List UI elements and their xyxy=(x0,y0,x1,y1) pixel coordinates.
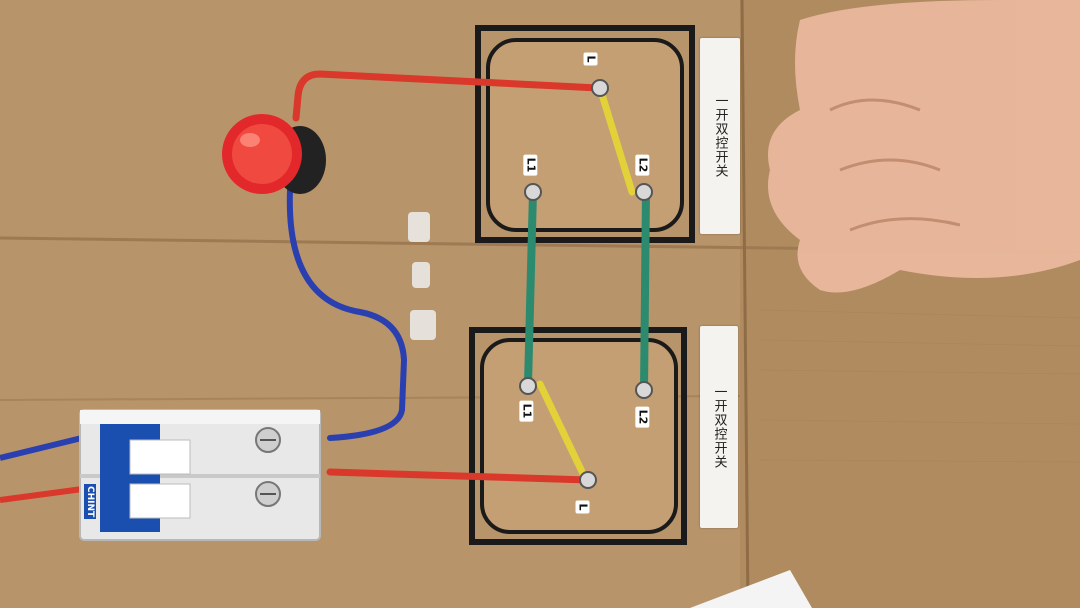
terminal-label-lower-l2: L2 xyxy=(635,406,650,428)
circuit-breaker xyxy=(79,409,321,541)
indicator-lamp xyxy=(222,114,326,194)
supply-neutral-wire xyxy=(0,433,91,461)
breaker-brand-label: CHINT xyxy=(84,484,96,520)
terminal-screws xyxy=(519,79,653,489)
supply-live-wire xyxy=(0,485,91,503)
cardboard-texture xyxy=(759,309,1080,463)
live-wire-from-breaker xyxy=(326,468,592,484)
hand xyxy=(768,0,1080,293)
live-wire-to-lamp xyxy=(292,70,602,122)
lower-switch-label: 一开双控开关 xyxy=(700,326,738,528)
upper-switch-label: 一开双控开关 xyxy=(700,38,740,234)
lower-bridge-wire xyxy=(536,380,590,484)
traveler-wire-l1 xyxy=(524,188,537,388)
white-object xyxy=(690,570,812,608)
terminal-label-upper-l2: L2 xyxy=(635,154,650,176)
terminal-label-upper-l1: L1 xyxy=(523,154,538,176)
tape-marks xyxy=(408,212,436,340)
neutral-wire-lamp xyxy=(286,187,408,441)
traveler-wire-l2 xyxy=(640,188,650,394)
cardboard-edge xyxy=(740,0,750,608)
upper-bridge-wire xyxy=(596,84,636,196)
terminal-label-lower-l: L xyxy=(575,500,590,514)
terminal-label-lower-l1: L1 xyxy=(519,400,534,422)
terminal-label-upper-l: L xyxy=(583,52,598,66)
